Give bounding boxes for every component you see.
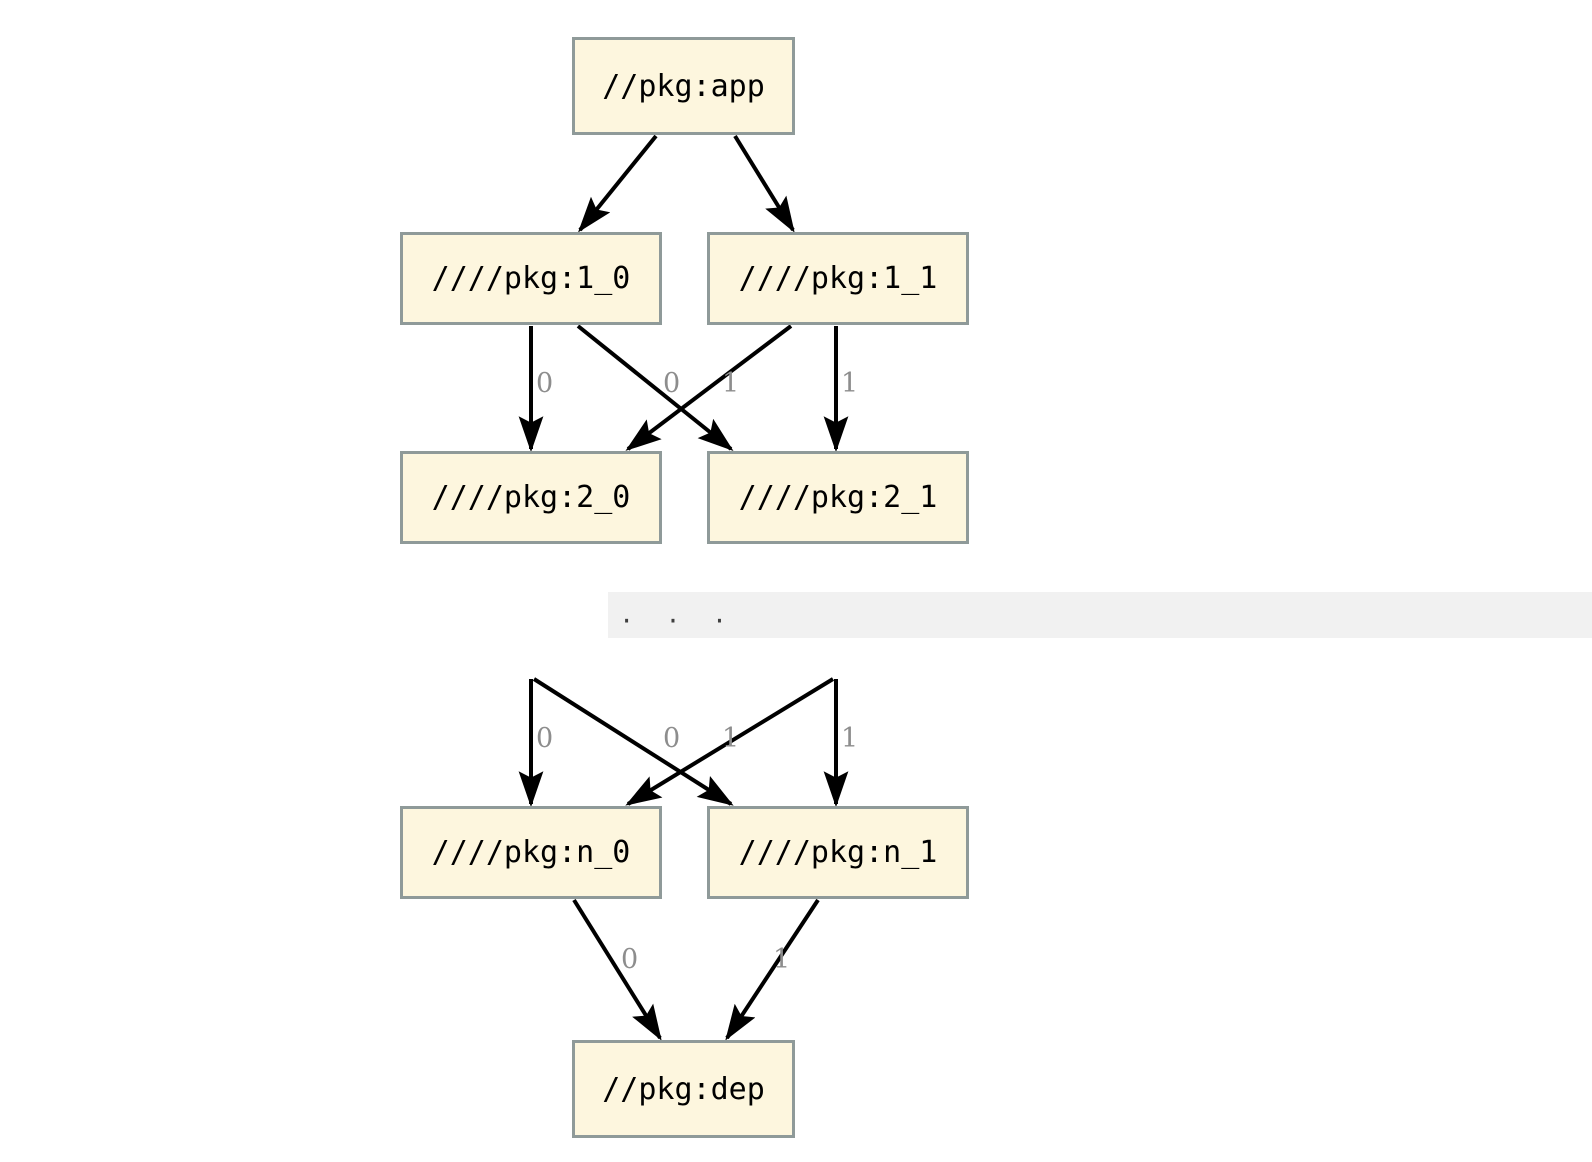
edge-label-e-1_1-2_0: 1 [722,368,740,399]
node-n_1[interactable]: ////pkg:n_1 [707,806,969,899]
edge-label-e-1_0-2_0: 0 [536,368,554,399]
edge-label-e-n_1-dep: 1 [773,944,791,975]
elision-band: · · · [608,592,1592,638]
edge-label-e-1_1-2_1: 1 [841,368,859,399]
node-1_1[interactable]: ////pkg:1_1 [707,232,969,325]
e-app-1_1 [733,134,795,233]
e-app-1_0 [577,134,658,233]
edge-label-e-prev2-n_0: 1 [722,723,740,754]
edge-label-e-prev2-n_1: 1 [841,723,859,754]
e-n_1-dep [725,898,820,1041]
node-dep[interactable]: //pkg:dep [572,1040,795,1138]
edge-label-e-1_0-2_1: 0 [663,368,681,399]
e-1_1-2_0 [625,324,793,451]
edge-label-e-n_0-dep: 0 [621,944,639,975]
node-2_0[interactable]: ////pkg:2_0 [400,451,662,544]
node-1_0[interactable]: ////pkg:1_0 [400,232,662,325]
e-n_0-dep [572,898,662,1041]
edge-label-e-prev-n_0: 0 [536,723,554,754]
node-label: ////pkg:1_1 [738,261,938,296]
node-2_1[interactable]: ////pkg:2_1 [707,451,969,544]
edges-group [518,134,849,1041]
edge-label-e-prev-n_1: 0 [663,723,681,754]
node-label: //pkg:dep [602,1071,765,1107]
node-label: ////pkg:2_1 [738,480,938,515]
node-label: ////pkg:n_0 [431,835,631,870]
node-app[interactable]: //pkg:app [572,37,795,135]
e-prev2-n_0 [625,677,835,806]
e-1_0-2_1 [576,324,734,452]
node-label: ////pkg:1_0 [431,261,631,296]
node-n_0[interactable]: ////pkg:n_0 [400,806,662,899]
node-label: ////pkg:2_0 [431,480,631,515]
ellipsis-dots: · · · [622,604,739,638]
node-label: ////pkg:n_1 [738,835,938,870]
e-prev-n_1 [532,677,734,806]
node-label: //pkg:app [602,68,765,104]
